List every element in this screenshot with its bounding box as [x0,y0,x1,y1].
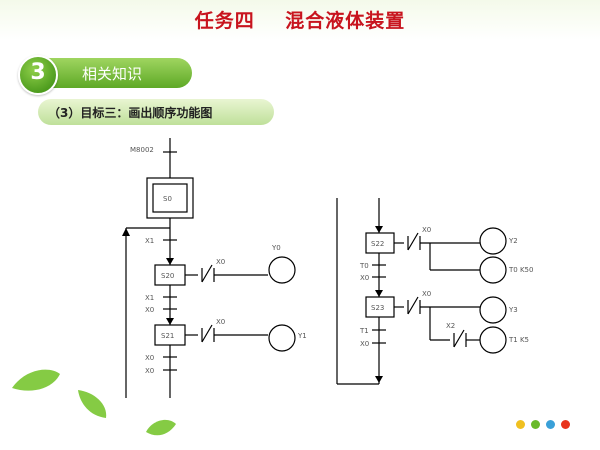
label-m8002: M8002 [130,146,154,154]
section-label: 相关知识 [82,65,143,83]
t0-coil [479,256,507,284]
y3-coil [479,296,507,324]
label-cond2b: X0 [145,306,154,314]
y2-coil [479,227,507,255]
s21-contact-slash [201,324,213,343]
label-cond3b: X0 [145,367,154,375]
label-s22-contact: X0 [422,226,431,234]
label-x2: X2 [446,322,455,330]
objective-text: （3）目标三：画出顺序功能图 [48,106,213,120]
s22-contact-slash [407,232,419,251]
x2-contact-slash [453,329,465,348]
label-cond3: X0 [145,354,154,362]
label-t0-k50: T0 K50 [508,266,533,274]
label-cond4b: X0 [360,274,369,282]
label-s21-contact: X0 [216,318,225,326]
objective-bar: （3）目标三：画出顺序功能图 [38,99,274,125]
section-number: 3 [30,60,46,85]
label-y2: Y2 [508,237,518,245]
label-s20-contact: X0 [216,258,225,266]
arrow-into-s22 [375,226,383,233]
arrow-into-s21 [166,318,174,325]
leaf-icon [146,419,176,436]
title-bar: 任务四 混合液体装置 [0,0,600,40]
label-cond1: X1 [145,237,154,245]
s23-contact-slash [407,296,419,315]
leaf-decoration [12,369,176,436]
label-y1: Y1 [297,332,307,340]
y0-coil [268,256,296,284]
initial-step-inner [152,183,188,213]
arrow-into-s20 [166,258,174,265]
s20-contact-slash [201,264,213,283]
label-y3: Y3 [508,306,518,314]
dot-icon [531,420,540,429]
arrow-right-bottom [375,376,383,383]
label-s0: S0 [163,195,172,203]
arrow-into-s23 [375,290,383,297]
t1-coil [479,326,507,354]
label-cond2: X1 [145,294,154,302]
dot-icon [546,420,555,429]
section-tab: 相关知识 [44,58,192,88]
label-s23-contact: X0 [422,290,431,298]
section-number-badge: 3 [18,55,58,95]
label-cond5: T1 [359,327,369,335]
slide-title: 任务四 混合液体装置 [194,10,406,32]
label-s22: S22 [371,240,384,248]
arrow-loop-up [122,228,130,236]
dot-icon [561,420,570,429]
label-s23: S23 [371,304,384,312]
label-y0: Y0 [271,244,281,252]
label-s20: S20 [161,272,174,280]
label-t1-k5: T1 K5 [508,336,529,344]
leaf-icon [12,369,60,391]
y1-coil [268,324,296,352]
label-s21: S21 [161,332,174,340]
leaf-icon [78,390,107,418]
label-cond5b: X0 [360,340,369,348]
label-cond4: T0 [359,262,369,270]
dot-icon [516,420,525,429]
